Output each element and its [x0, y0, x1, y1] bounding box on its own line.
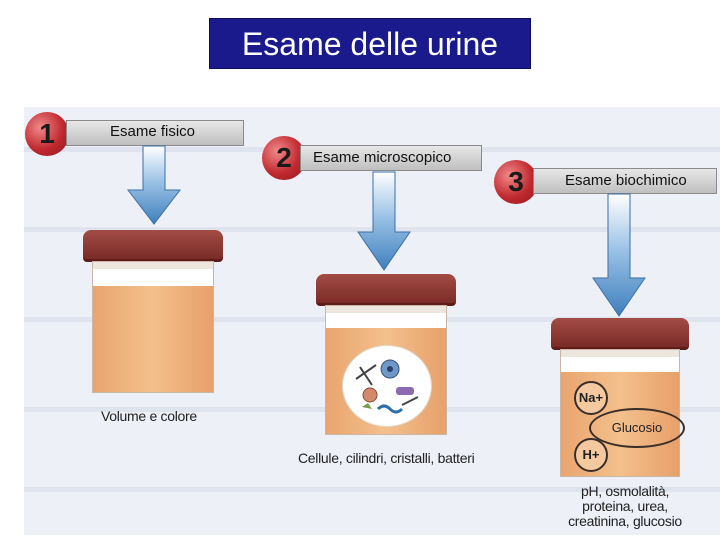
- step-3-caption-line: creatinina, glucosio: [568, 513, 682, 529]
- slide-title: Esame delle urine: [209, 18, 531, 69]
- step-3-label-bar: [533, 168, 717, 194]
- background-texture: [24, 487, 720, 492]
- step-1-number: 1: [25, 112, 69, 156]
- step-3-caption-line: proteina, urea,: [582, 498, 668, 514]
- hydrogen-ion-badge: H+: [574, 438, 608, 472]
- step-1-caption: Volume e colore: [101, 408, 197, 424]
- jar-1-rim: [93, 262, 213, 269]
- step-2-label-bar: [300, 145, 482, 171]
- step-3-caption-line: pH, osmolalità,: [580, 483, 670, 499]
- glucose-ellipse: Glucosio: [589, 408, 685, 448]
- step-3-label: Esame biochimico: [565, 172, 687, 189]
- cells-crystals-bacteria-icon: [355, 359, 419, 414]
- jar-1-urine: [93, 286, 213, 392]
- down-arrow-icon: [592, 193, 646, 317]
- jar-3-rim: [561, 350, 679, 357]
- background-texture: [24, 227, 720, 232]
- down-arrow-icon: [126, 145, 182, 225]
- jar-2-lid: [316, 274, 456, 306]
- sodium-ion-badge: Na+: [574, 381, 608, 415]
- jar-3-lid: [551, 318, 689, 350]
- microscopic-view: [342, 345, 432, 427]
- step-2-caption: Cellule, cilindri, cristalli, batteri: [298, 450, 475, 466]
- down-arrow-icon: [357, 171, 411, 271]
- step-3-number: 3: [494, 160, 538, 204]
- jar-2-rim: [326, 306, 446, 313]
- jar-1: [92, 261, 214, 393]
- step-2-number: 2: [262, 136, 306, 180]
- step-2-label: Esame microscopico: [313, 149, 452, 166]
- step-3-caption: pH, osmolalità, proteina, urea, creatini…: [563, 484, 687, 529]
- step-1-label: Esame fisico: [110, 123, 196, 140]
- jar-1-lid: [83, 230, 223, 262]
